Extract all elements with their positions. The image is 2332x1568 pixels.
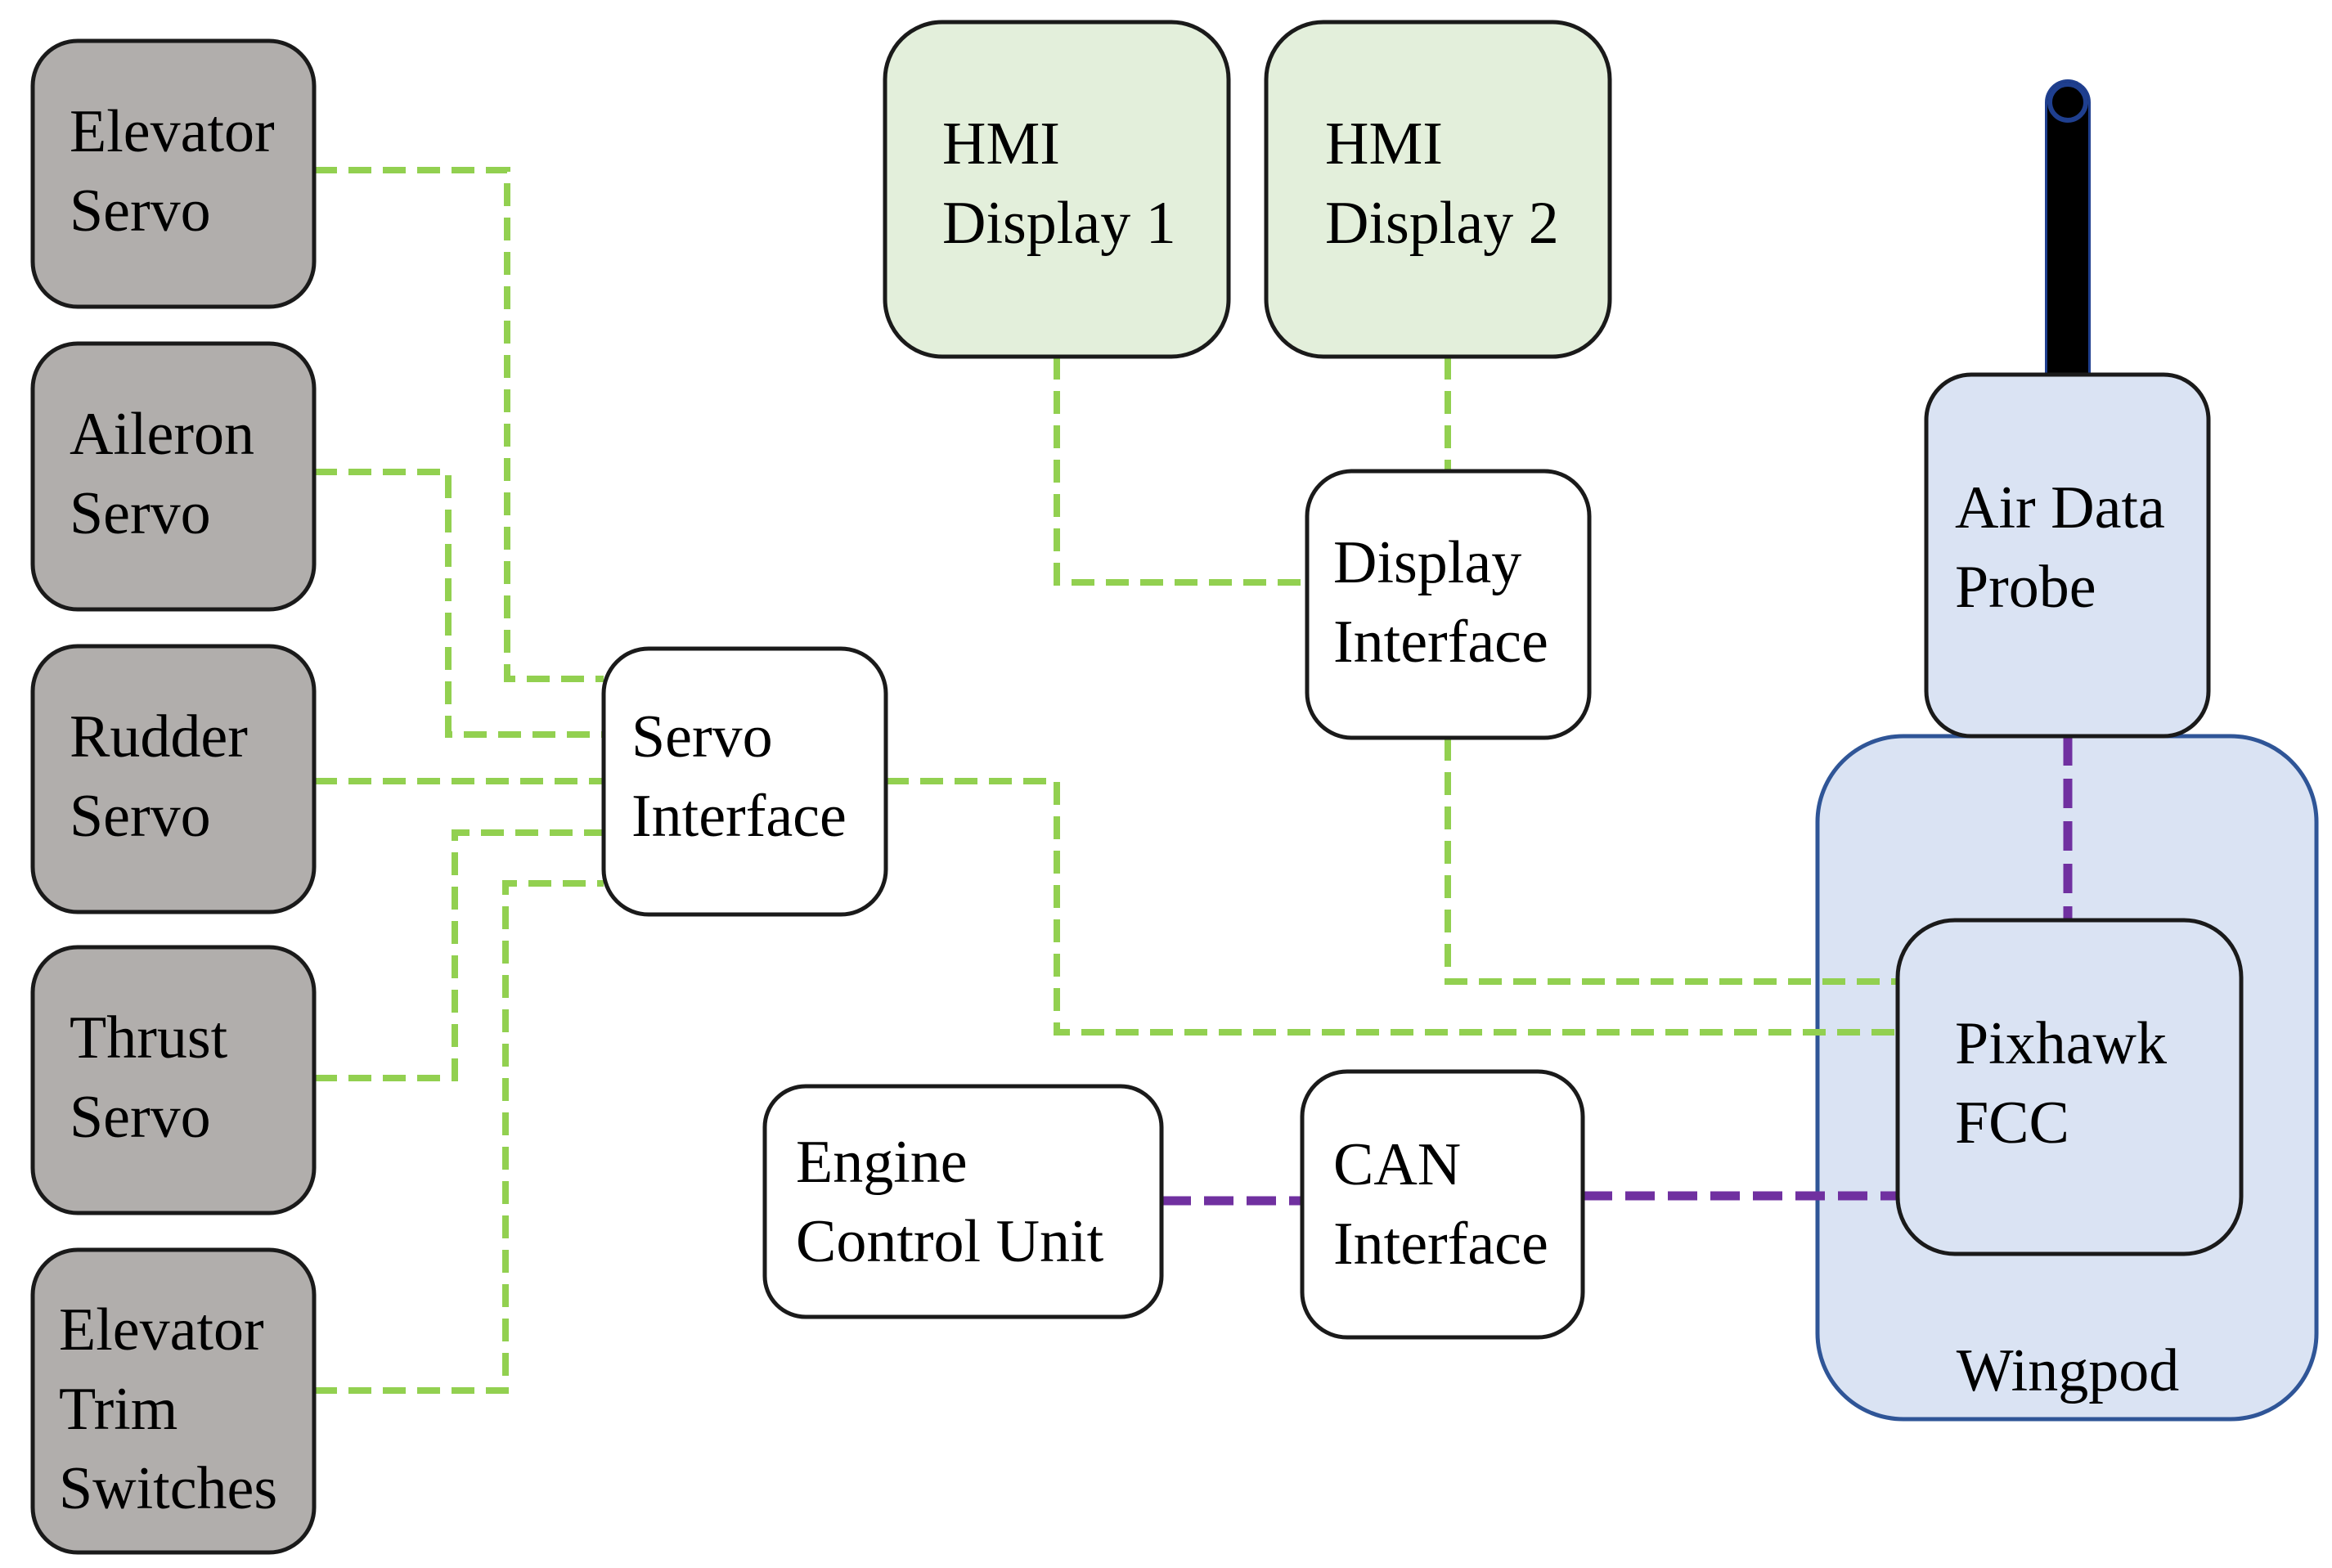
rudder-servo-label-1: Rudder	[70, 703, 248, 771]
thrust-servo-label-2: Servo	[70, 1084, 211, 1151]
probe-tip-icon	[2047, 82, 2088, 123]
elevator-trim-switches-box: Elevator Trim Switches	[30, 1247, 317, 1555]
link-elevator-servo	[314, 167, 604, 682]
can-interface-label-2: Interface	[1333, 1211, 1548, 1278]
svg-text:Aileron Servo: Aileron Servo	[70, 401, 270, 547]
aileron-servo-label-2: Servo	[70, 480, 211, 547]
elevator-servo-box: Elevator Servo	[30, 38, 317, 309]
rudder-servo-label-2: Servo	[70, 783, 211, 850]
air-data-probe-label-1: Air Data	[1955, 474, 2165, 541]
wingpod-label: Wingpod	[1957, 1337, 2179, 1404]
hmi-display-1-label-2: Display 1	[942, 190, 1176, 257]
thrust-servo-box: Thrust Servo	[30, 945, 317, 1215]
link-hmi1-display-interface	[1054, 357, 1307, 586]
pixhawk-fcc-label-1: Pixhawk	[1955, 1010, 2167, 1077]
air-data-probe-box: Air Data Probe	[1924, 372, 2211, 739]
svg-text:HMI Display 1: HMI Display 1	[942, 110, 1176, 257]
svg-text:Pixhawk FCC: Pixhawk FCC	[1955, 1010, 2182, 1157]
air-data-probe-stem	[2045, 79, 2091, 401]
pixhawk-fcc-box: Pixhawk FCC	[1895, 918, 2244, 1256]
elevator-trim-switches-label-1: Elevator	[59, 1296, 264, 1364]
can-interface-box: CAN Interface	[1300, 1069, 1585, 1340]
elevator-servo-label-1: Elevator	[70, 98, 275, 165]
servo-interface-box: Servo Interface	[601, 646, 888, 917]
purple-links	[1162, 736, 2073, 1206]
elevator-trim-switches-label-2: Trim	[59, 1376, 177, 1443]
svg-text:Elevator Servo: Elevator Servo	[70, 98, 290, 245]
link-thrust-servo	[314, 829, 604, 1081]
engine-control-unit-label-2: Control Unit	[796, 1208, 1104, 1275]
svg-text:Display Interface: Display Interface	[1333, 529, 1548, 676]
thrust-servo-label-1: Thrust	[70, 1004, 228, 1072]
display-interface-label-1: Display	[1333, 529, 1521, 596]
link-aileron-servo	[314, 469, 604, 738]
svg-text:HMI Display 2: HMI Display 2	[1325, 110, 1559, 257]
engine-control-unit-label-1: Engine	[796, 1129, 968, 1196]
aileron-servo-box: Aileron Servo	[30, 341, 317, 612]
elevator-trim-switches-label-3: Switches	[59, 1455, 277, 1522]
svg-text:Engine Control Unit: Engine Control Unit	[796, 1129, 1104, 1275]
elevator-servo-label-2: Servo	[70, 177, 211, 245]
hmi-display-2-label-2: Display 2	[1325, 190, 1559, 257]
can-interface-label-1: CAN	[1333, 1131, 1461, 1198]
svg-text:Rudder Servo: Rudder Servo	[70, 703, 263, 850]
svg-text:Servo Interface: Servo Interface	[631, 703, 847, 850]
hmi-display-1-box: HMI Display 1	[883, 20, 1231, 359]
air-data-probe-label-2: Probe	[1955, 554, 2096, 621]
servo-interface-label-2: Interface	[631, 783, 847, 850]
green-links	[314, 167, 1898, 1394]
display-interface-box: Display Interface	[1305, 469, 1592, 740]
link-elevator-trim-switches	[314, 880, 604, 1394]
hmi-display-1-label-1: HMI	[942, 110, 1060, 177]
rudder-servo-box: Rudder Servo	[30, 644, 317, 914]
hmi-display-2-box: HMI Display 2	[1264, 20, 1612, 359]
display-interface-label-2: Interface	[1333, 609, 1548, 676]
engine-control-unit-box: Engine Control Unit	[762, 1084, 1164, 1319]
aileron-servo-label-1: Aileron	[70, 401, 254, 468]
link-servo-interface-pixhawk	[886, 778, 1898, 1036]
pixhawk-fcc-label-2: FCC	[1955, 1090, 2069, 1157]
svg-text:Elevator Trim Swit: Elevator Trim Switches	[59, 1296, 279, 1522]
svg-text:CAN Interface: CAN Interface	[1333, 1131, 1548, 1278]
svg-text:Air Data Probe: Air Data Probe	[1955, 474, 2180, 621]
svg-text:Thrust Servo: Thrust Servo	[70, 1004, 243, 1151]
servo-interface-label-1: Servo	[631, 703, 773, 771]
hmi-display-2-label-1: HMI	[1325, 110, 1443, 177]
link-display-interface-pixhawk	[1445, 738, 1898, 985]
